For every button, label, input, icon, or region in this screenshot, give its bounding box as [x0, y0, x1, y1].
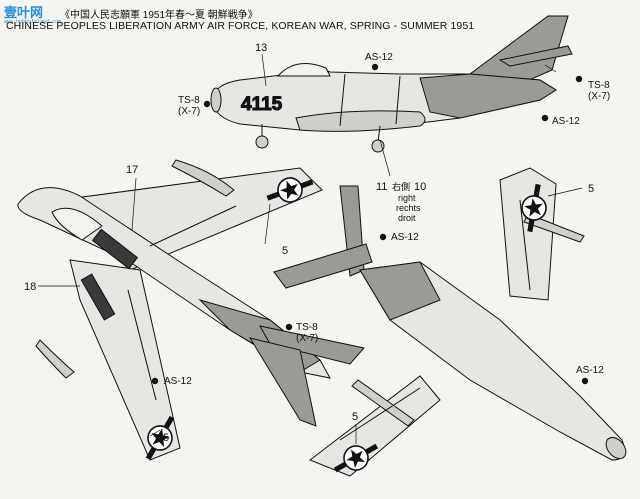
paint-dot-ts8: [575, 75, 583, 83]
callout-right-de: rechts: [396, 203, 421, 213]
paint-dot-as12: [371, 63, 379, 71]
paint-dot-as12: [581, 377, 589, 385]
callout-right-en: right: [398, 193, 416, 203]
callout-13: 13: [255, 42, 267, 54]
callout-x7-tail: (X-7): [588, 91, 610, 102]
callout-ts8-tail: TS-8: [588, 80, 610, 91]
callout-as12-mid: AS-12: [391, 232, 419, 243]
side-view-aircraft: [210, 15, 573, 153]
callout-5-lower-wing: 5: [352, 411, 358, 423]
paint-dot-as12: [151, 377, 159, 385]
callout-10: 10: [414, 181, 426, 193]
callout-as12-left: AS-12: [164, 376, 192, 387]
page-title: 《中国人民志願軍 1951年春～夏 朝鮮戦争》: [60, 10, 258, 21]
callout-18: 18: [24, 281, 36, 293]
aircraft-number: 4115: [241, 94, 283, 115]
leader-lines: [38, 53, 583, 444]
callout-5-left-wing: 5: [163, 432, 169, 444]
callout-right-fr: droit: [398, 213, 416, 223]
callout-11: 11: [376, 181, 387, 193]
callout-right-jp: 右側: [392, 181, 410, 192]
callout-x7-mid: (X-7): [296, 333, 318, 344]
callout-ts8-left: TS-8: [178, 95, 200, 106]
callout-5-bottom-wing: 5: [588, 183, 594, 195]
top-view-aircraft: [17, 159, 365, 461]
callout-x7-left: (X-7): [178, 106, 200, 117]
callout-17: 17: [126, 164, 138, 176]
callout-5-top-wing: 5: [282, 245, 288, 257]
page-subtitle: CHINESE PEOPLES LIBERATION ARMY AIR FORC…: [6, 20, 475, 32]
paint-dot-ts8: [203, 100, 211, 108]
callout-as12-right: AS-12: [576, 365, 604, 376]
bottom-view-aircraft: [273, 167, 627, 477]
watermark-url: www.hobbyisland.com: [4, 19, 62, 25]
paint-dot-as12: [541, 114, 549, 122]
paint-dot-as12: [379, 233, 387, 241]
callout-as12-top: AS-12: [365, 52, 393, 63]
callout-as12-tail: AS-12: [552, 116, 580, 127]
callout-ts8-mid: TS-8: [296, 322, 318, 333]
watermark-logo: 壹叶网: [4, 6, 44, 21]
paint-dot-ts8: [285, 323, 293, 331]
